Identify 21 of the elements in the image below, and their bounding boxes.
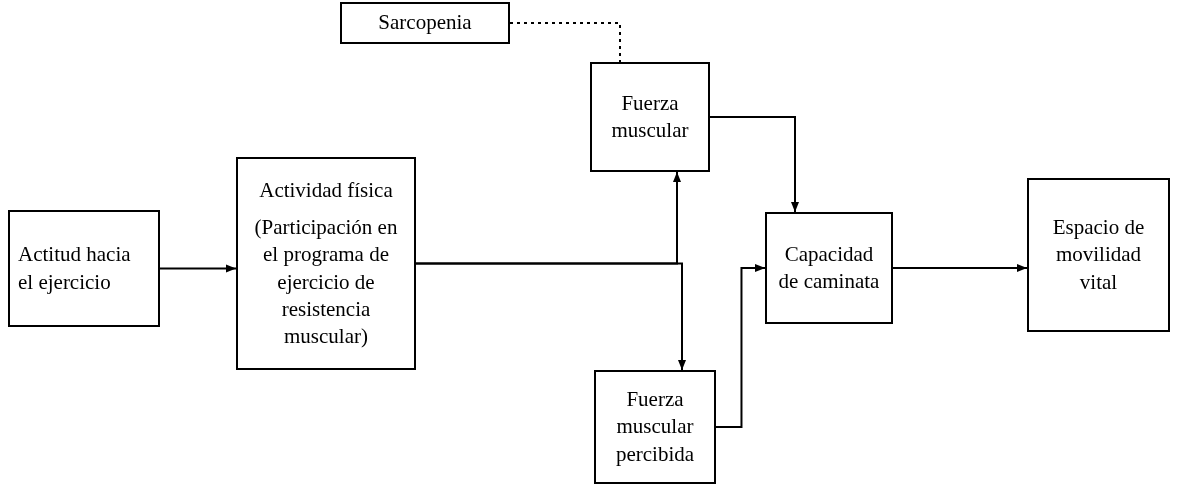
node-label: Sarcopenia (378, 9, 472, 37)
node-label: Actividad física (259, 176, 393, 204)
outcome-box (1027, 178, 1170, 332)
node-label: Fuerza muscular (610, 89, 690, 144)
arrow (715, 264, 766, 428)
factor-box (594, 370, 716, 484)
factor-box (8, 210, 160, 327)
dotted-connector (509, 22, 621, 63)
outcome-box (765, 212, 893, 324)
node-label: Capacidad de caminata (777, 240, 881, 295)
arrow (892, 264, 1028, 272)
arrow (415, 262, 686, 371)
condition-box (340, 2, 510, 44)
activity-box (236, 157, 416, 370)
factor-box (590, 62, 710, 172)
node-label: Espacio de movilidad vital (1051, 214, 1146, 296)
node-label: Actitud hacia el ejercicio (18, 241, 132, 296)
node-label: Fuerza muscular percibida (614, 386, 696, 468)
arrow (159, 264, 237, 273)
node-description: (Participación en el programa de ejercicio de resistencia muscular) (253, 213, 399, 351)
arrow (709, 116, 799, 213)
